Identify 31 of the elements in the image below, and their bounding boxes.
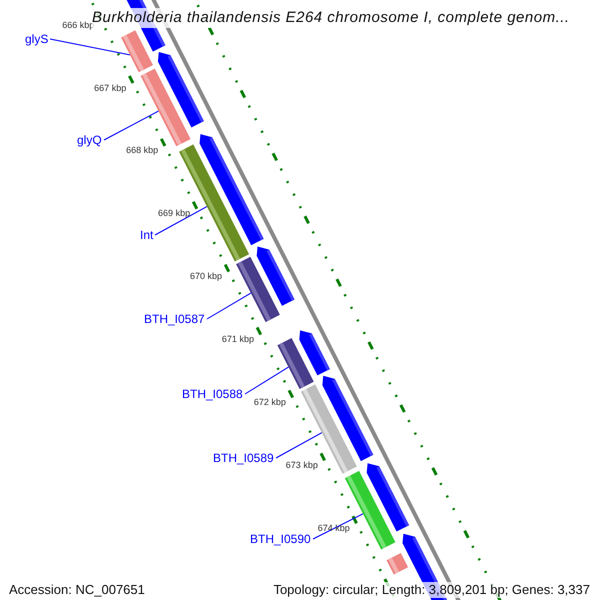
scale-label: 668 kbp xyxy=(126,145,158,156)
scale-label: 667 kbp xyxy=(94,82,126,92)
scale-label: 671 kbp xyxy=(222,334,254,344)
gene-bar xyxy=(300,384,357,474)
scale-label: 669 kbp xyxy=(158,208,190,218)
leader-line xyxy=(244,366,289,394)
gene-bar xyxy=(277,338,314,389)
gene-bar xyxy=(121,30,153,72)
gene-bar xyxy=(140,68,191,146)
gene-label: BTH_I0587 xyxy=(144,312,205,326)
leader-line xyxy=(154,206,208,236)
leader-line xyxy=(312,513,364,540)
scale-label: 672 kbp xyxy=(254,396,286,407)
scale-label: 674 kbp xyxy=(318,522,350,533)
gene-label: Int xyxy=(140,228,154,242)
accession-text: Accession: NC_007651 xyxy=(9,582,145,598)
leader-line xyxy=(276,432,322,458)
title: Burkholderia thailandensis E264 chromosome I, complete genom... xyxy=(92,8,570,28)
gene-label: BTH_I0590 xyxy=(250,532,311,546)
leader-line xyxy=(206,292,252,320)
leader-line xyxy=(104,110,159,140)
gene-label: BTH_I0588 xyxy=(182,387,243,401)
scale-label: 670 kbp xyxy=(190,271,222,282)
leader-line xyxy=(50,38,130,56)
gene-label: glyS xyxy=(25,32,48,46)
gene-label: glyQ xyxy=(77,133,102,147)
gene-label: BTH_I0589 xyxy=(213,451,274,465)
genome-info-text: Topology: circular; Length: 3,809,201 bp; Genes: 3,337 xyxy=(273,582,590,598)
gene-bar xyxy=(236,256,280,322)
scale-label: 673 kbp xyxy=(286,460,318,470)
gene-bar xyxy=(386,553,408,574)
